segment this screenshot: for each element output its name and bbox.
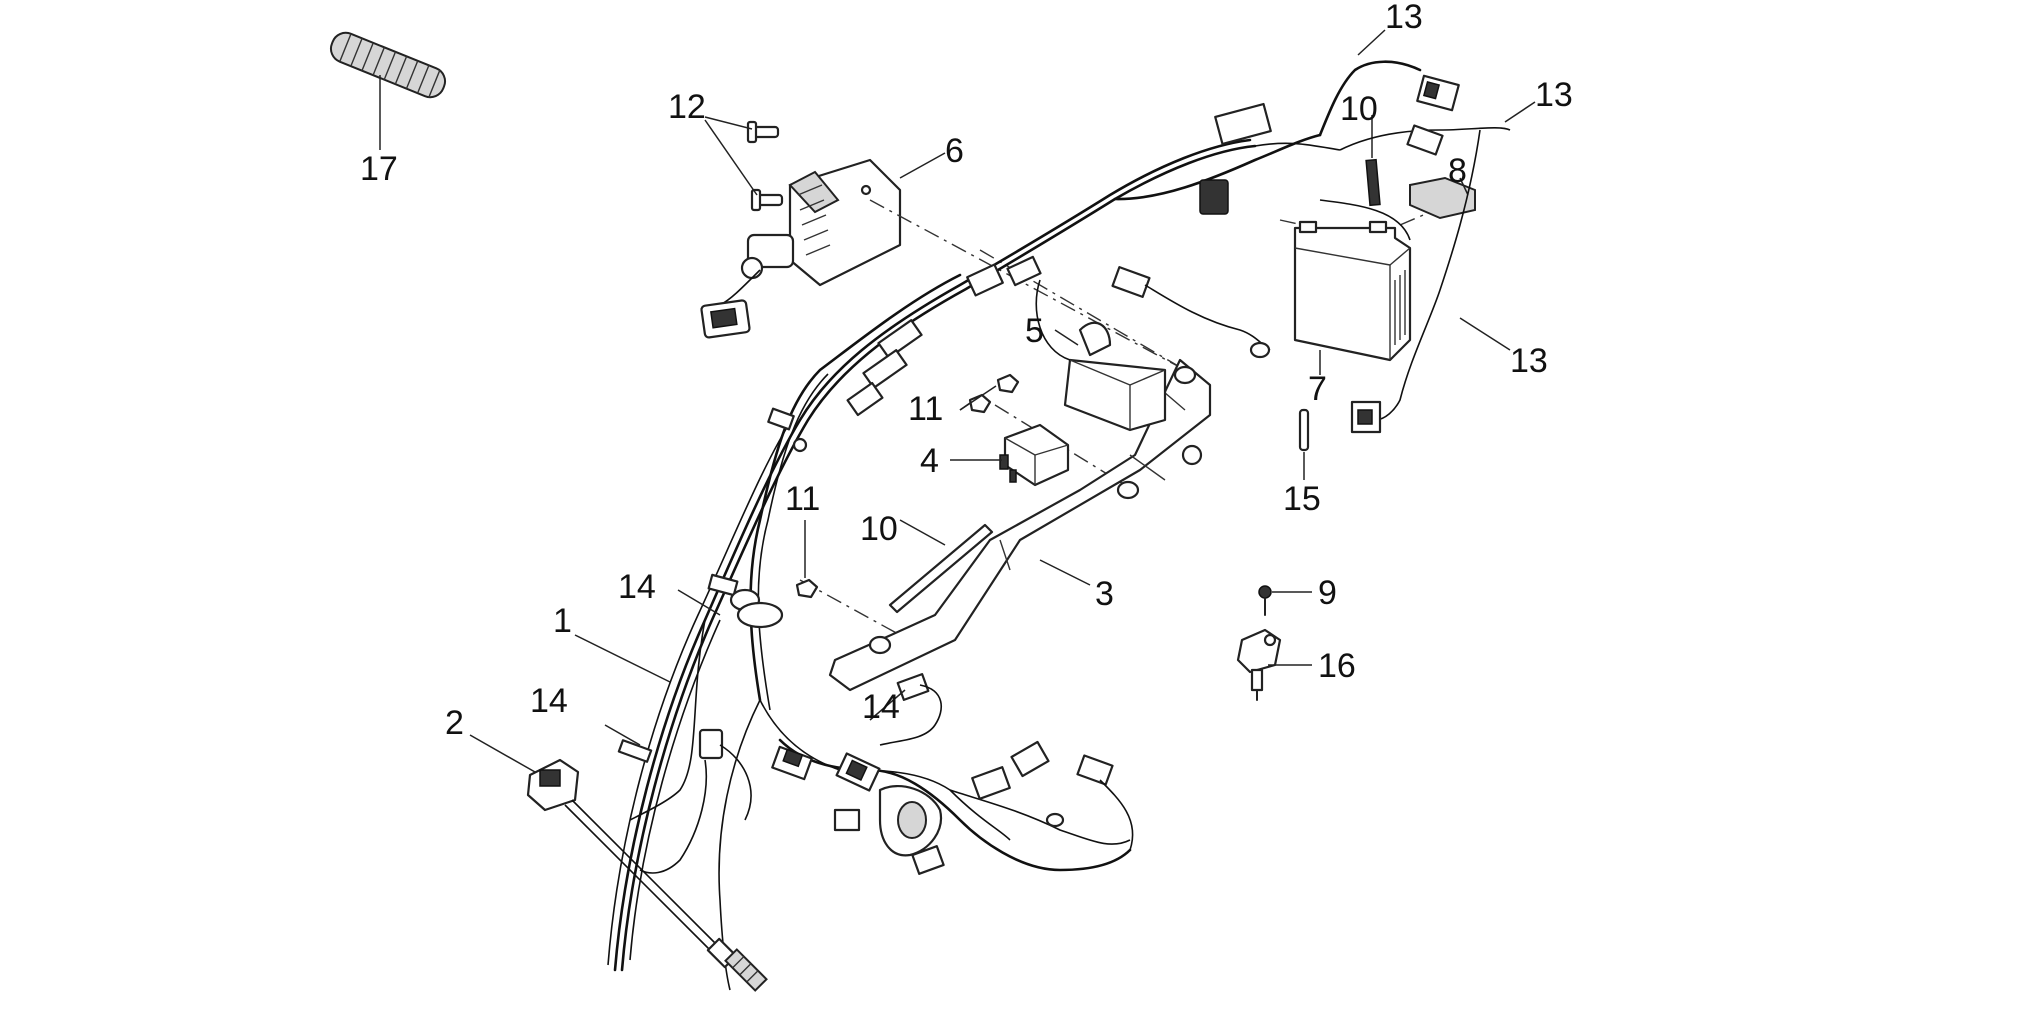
- part-9-screw: [1258, 585, 1312, 616]
- callout-10-lower: 10: [860, 510, 898, 548]
- callout-10-upper: 10: [1340, 90, 1378, 128]
- callout-13-lower: 13: [1510, 342, 1548, 380]
- part-16-switch: [1236, 628, 1312, 701]
- callout-14-center: 14: [862, 688, 900, 726]
- callout-9: 9: [1318, 574, 1337, 612]
- part-10-fuse-strip: [1365, 115, 1381, 207]
- callout-8: 8: [1448, 152, 1467, 190]
- part-4-relay: [950, 423, 1070, 487]
- part-8-fuse-box: [1409, 176, 1476, 220]
- part-1-main-harness: [604, 60, 1511, 991]
- callout-2: 2: [445, 704, 464, 742]
- part-12-screws: [704, 116, 784, 212]
- callout-3: 3: [1095, 575, 1114, 613]
- callout-labels: 1 2 3 4 5 6 7 8 9 10 10 11 11 12 13 13 1…: [360, 0, 1573, 742]
- callout-7: 7: [1308, 370, 1327, 408]
- callout-16: 16: [1318, 647, 1356, 685]
- part-11-bolts: [795, 373, 1020, 599]
- callout-leaders: [574, 29, 1536, 721]
- callout-12: 12: [668, 88, 706, 126]
- callout-14-upper: 14: [618, 568, 656, 606]
- callout-5: 5: [1025, 312, 1044, 350]
- part-2-oxygen-sensor: [469, 734, 768, 992]
- callout-11-lower: 11: [785, 480, 820, 518]
- part-17-corrugated-sleeve: [329, 31, 447, 150]
- callout-1: 1: [553, 602, 572, 640]
- part-15-pin: [1298, 408, 1310, 480]
- callout-4: 4: [920, 442, 939, 480]
- callout-17: 17: [360, 150, 398, 188]
- callout-13-right: 13: [1535, 76, 1573, 114]
- part-5-relay-module: [1054, 321, 1167, 432]
- part-10-strip: [888, 519, 994, 614]
- callout-13-top: 13: [1385, 0, 1423, 36]
- callout-6: 6: [945, 132, 964, 170]
- part-6-voltage-regulator: [700, 152, 946, 339]
- callout-15: 15: [1283, 480, 1321, 518]
- callout-14-left: 14: [530, 682, 568, 720]
- callout-11-upper: 11: [908, 390, 943, 428]
- part-7-battery: [1293, 220, 1412, 375]
